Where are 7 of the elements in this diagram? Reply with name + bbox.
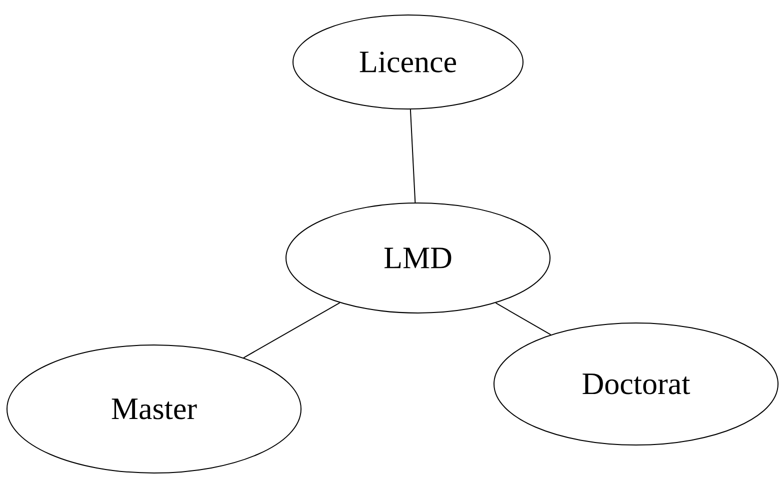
connector-line	[495, 302, 552, 336]
ellipse-node: Doctorat	[494, 322, 778, 446]
connector-line	[243, 302, 340, 358]
ellipse-node: Master	[6, 344, 302, 474]
ellipse-node: LMD	[286, 202, 550, 314]
connector-line	[410, 108, 416, 204]
ellipse-node: Licence	[292, 14, 524, 110]
